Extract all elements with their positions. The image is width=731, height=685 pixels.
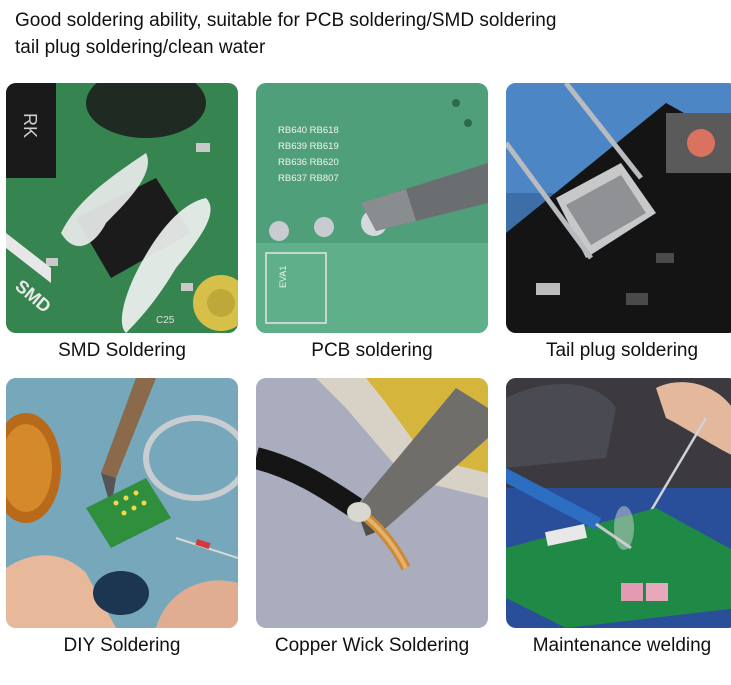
header-text: Good soldering ability, suitable for PCB…: [15, 7, 715, 61]
pcb-text-c25: C25: [156, 315, 175, 326]
caption-tail-plug-soldering: Tail plug soldering: [545, 340, 699, 361]
photo-tail-plug-soldering: [506, 83, 731, 333]
pcb-label-2: RB639 RB619: [278, 141, 339, 152]
pcb-text-rk: RK: [20, 113, 40, 138]
diy-soldering-image: [6, 378, 238, 628]
pcb-soldering-image: RB640 RB618 RB639 RB619 RB636 RB620 RB63…: [256, 83, 488, 333]
pcb-label-eva1: EVA1: [278, 266, 288, 288]
photo-diy-soldering: [6, 378, 238, 628]
caption-smd-soldering: SMD Soldering: [58, 340, 186, 361]
photo-copper-wick-soldering: [256, 378, 488, 628]
caption-pcb-soldering: PCB soldering: [311, 340, 433, 361]
pcb-label-3: RB636 RB620: [278, 157, 339, 168]
caption-copper-wick-soldering: Copper Wick Soldering: [274, 635, 470, 656]
copper-wick-soldering-image: [256, 378, 488, 628]
photo-smd-soldering: RK SMD C25: [6, 83, 238, 333]
header-line-1: Good soldering ability, suitable for PCB…: [15, 10, 557, 31]
maintenance-welding-image: [506, 378, 731, 628]
header-line-2: tail plug soldering/clean water: [15, 37, 266, 58]
pcb-label-1: RB640 RB618: [278, 125, 339, 136]
pcb-label-4: RB637 RB807: [278, 173, 339, 184]
caption-diy-soldering: DIY Soldering: [63, 635, 181, 656]
smd-soldering-image: RK SMD C25: [6, 83, 238, 333]
tail-plug-soldering-image: [506, 83, 731, 333]
photo-pcb-soldering: RB640 RB618 RB639 RB619 RB636 RB620 RB63…: [256, 83, 488, 333]
caption-maintenance-welding: Maintenance welding: [532, 635, 712, 656]
photo-maintenance-welding: [506, 378, 731, 628]
